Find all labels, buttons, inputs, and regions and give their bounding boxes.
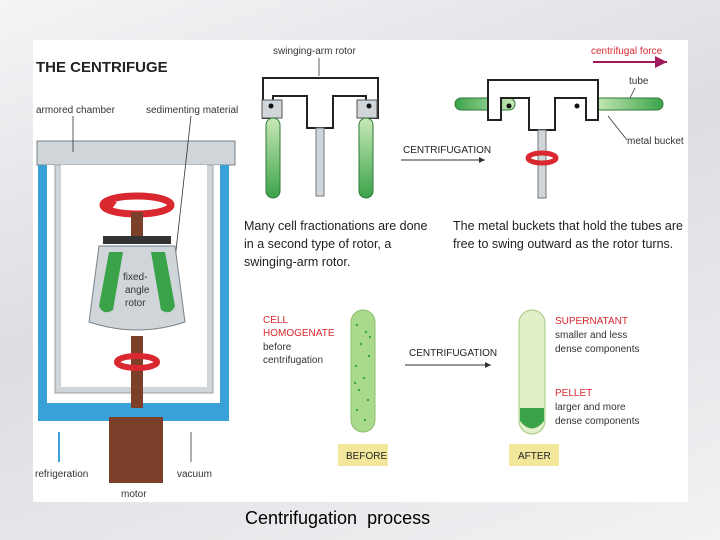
slide-caption: Centrifugation process — [245, 508, 431, 528]
text-right-line-2: free to swing outward as the rotor turns… — [453, 237, 673, 251]
text-left-line-1: Many cell fractionations are done — [244, 219, 427, 233]
label-centrifugal-force: centrifugal force — [591, 46, 663, 57]
chamber-lid — [36, 140, 236, 166]
bucket-right-rest — [356, 99, 378, 119]
text-left-line-3: swinging-arm rotor. — [244, 255, 350, 269]
label-centrifugation-top: CENTRIFUGATION — [403, 145, 491, 156]
spindle-rest — [315, 127, 325, 197]
label-pellet: PELLET — [555, 388, 592, 399]
text-right-line-1: The metal buckets that hold the tubes ar… — [453, 219, 683, 233]
tube-after — [518, 309, 546, 435]
tube-right-spin — [594, 97, 664, 111]
label-before-centrifugation-2: centrifugation — [263, 355, 323, 366]
rotor-tube-left — [99, 252, 123, 313]
label-centrifugation-bottom: CENTRIFUGATION — [409, 348, 497, 359]
pivot-right-spin — [574, 103, 580, 109]
label-refrigeration: refrigeration — [35, 469, 88, 480]
rotor-spindle — [131, 336, 143, 408]
label-pellet-desc-2: dense components — [555, 416, 640, 427]
tube-left-rest — [265, 117, 281, 199]
text-left-line-2: in a second type of rotor, a — [244, 237, 391, 251]
swinging-rotor-spin — [487, 79, 599, 131]
label-pellet-desc-1: larger and more — [555, 402, 626, 413]
label-motor: motor — [121, 489, 147, 500]
label-fixed-angle-1: fixed- — [123, 272, 147, 283]
tag-after — [509, 444, 559, 466]
label-fixed-angle-3: rotor — [125, 298, 146, 309]
label-before-centrifugation-1: before — [263, 342, 292, 353]
label-cell-homogenate-1: CELL — [263, 315, 288, 326]
label-metal-bucket: metal bucket — [627, 136, 684, 147]
motor — [109, 417, 163, 483]
rotation-arrow-head — [103, 200, 117, 210]
label-tube: tube — [629, 76, 649, 87]
pivot-right — [366, 103, 372, 109]
pivot-left-spin — [506, 103, 512, 109]
bucket-left-rest — [261, 99, 283, 119]
label-cell-homogenate-2: HOMOGENATE — [263, 328, 335, 339]
tube-left-spin — [454, 97, 516, 111]
diagram-title: THE CENTRIFUGE — [36, 59, 168, 76]
tube-before-particles — [353, 323, 372, 422]
label-after: AFTER — [518, 451, 551, 462]
tag-before — [338, 444, 388, 466]
tube-after-pellet — [520, 408, 544, 429]
rotation-arrow-bottom — [114, 353, 160, 371]
pivot-left — [268, 103, 274, 109]
leader-metal-bucket — [607, 115, 628, 141]
label-sedimenting-material: sedimenting material — [146, 105, 238, 116]
tube-before — [350, 309, 376, 433]
label-supernatant-desc-2: dense components — [555, 344, 640, 355]
label-supernatant-desc-1: smaller and less — [555, 330, 627, 341]
label-before: BEFORE — [346, 451, 387, 462]
label-fixed-angle-2: angle — [125, 285, 150, 296]
rotation-arrow-spin — [525, 150, 559, 166]
label-swinging-arm-rotor: swinging-arm rotor — [273, 46, 356, 57]
centrifuge-figure: THE CENTRIFUGE armored chamber sedimenti… — [33, 40, 688, 502]
label-vacuum: vacuum — [177, 469, 212, 480]
rotor-tube-right — [151, 252, 175, 313]
label-supernatant: SUPERNATANT — [555, 316, 628, 327]
rotor-cap — [103, 236, 171, 244]
centrifuge-diagram: THE CENTRIFUGE armored chamber sedimenti… — [35, 46, 684, 500]
label-armored-chamber: armored chamber — [36, 105, 116, 116]
tube-right-rest — [358, 117, 374, 199]
